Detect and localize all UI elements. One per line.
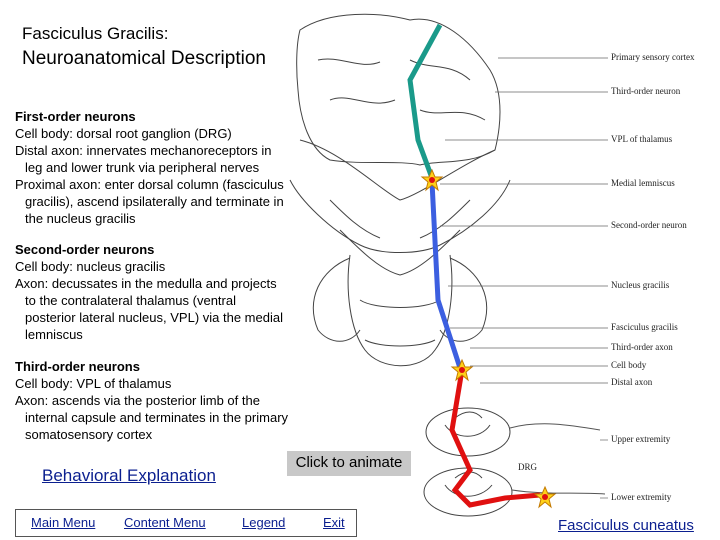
second-order-line: Axon: decussates in the medulla and proj… [15,276,277,291]
label-distal-axon: Distal axon [611,377,653,387]
second-order-line: posterior lateral nucleus, VPL) via the … [25,310,283,325]
first-order-line: Proximal axon: enter dorsal column (fasc… [15,177,284,192]
legend-link[interactable]: Legend [242,515,286,530]
third-order-heading: Third-order neurons [15,359,140,374]
label-lower-extremity: Lower extremity [611,492,672,502]
third-order-line: Cell body: VPL of thalamus [15,376,172,391]
cell-body-nucleus-gracilis [450,358,474,382]
third-order-line: internal capsule and terminates in the p… [25,410,289,425]
first-order-line: the nucleus gracilis [25,211,136,226]
label-upper-extremity: Upper extremity [611,434,671,444]
third-order-section: Third-order neurons Cell body: VPL of th… [15,358,315,443]
animate-button[interactable]: Click to animate [287,451,411,476]
first-order-section: First-order neurons Cell body: dorsal ro… [15,108,315,227]
second-order-line: lemniscus [25,327,83,342]
label-third-axon: Third-order axon [611,342,673,352]
first-order-pathway [449,369,541,508]
first-order-line: leg and lower trunk via peripheral nerve… [25,160,260,175]
second-order-section: Second-order neurons Cell body: nucleus … [15,241,315,343]
label-vpl: VPL of thalamus [611,134,673,144]
first-order-line: gracilis), ascend ipsilaterally and term… [25,194,284,209]
label-third-order-neuron: Third-order neuron [611,86,681,96]
brainstem-outline [347,254,453,367]
label-drg: DRG [518,462,538,472]
exit-link[interactable]: Exit [323,515,345,530]
thalamus-outline [289,179,511,253]
third-order-line: Axon: ascends via the posterior limb of … [15,393,260,408]
cortex-outline [296,13,501,166]
first-order-line: Cell body: dorsal root ganglion (DRG) [15,126,232,141]
label-second-order-neuron: Second-order neuron [611,220,687,230]
second-order-heading: Second-order neurons [15,242,155,257]
first-order-line: Distal axon: innervates mechanoreceptors… [15,143,272,158]
behavioral-explanation-link[interactable]: Behavioral Explanation [42,466,216,485]
label-fasciculus-gracilis: Fasciculus gracilis [611,322,678,332]
fasciculus-cuneatus-link[interactable]: Fasciculus cuneatus [558,517,694,534]
third-order-line: somatosensory cortex [25,427,153,442]
nav-bar: Main Menu Content Menu Legend Exit [15,509,357,537]
label-nucleus-gracilis: Nucleus gracilis [611,280,670,290]
label-primary-cortex: Primary sensory cortex [611,52,695,62]
second-order-pathway [429,181,463,369]
page-subtitle: Neuroanatomical Description [22,48,266,69]
cell-body-drg [533,485,557,509]
spinal-section-upper [425,407,511,457]
label-cell-body: Cell body [611,360,647,370]
first-order-heading: First-order neurons [15,109,136,124]
second-order-line: Cell body: nucleus gracilis [15,259,166,274]
page-title: Fasciculus Gracilis: [22,24,169,43]
second-order-line: to the contralateral thalamus (ventral [25,293,236,308]
cell-body-vpl [420,168,444,192]
main-menu-link[interactable]: Main Menu [31,515,96,530]
content-menu-link[interactable]: Content Menu [124,515,206,530]
label-medial-lemniscus: Medial lemniscus [611,178,675,188]
third-order-pathway [407,23,443,179]
